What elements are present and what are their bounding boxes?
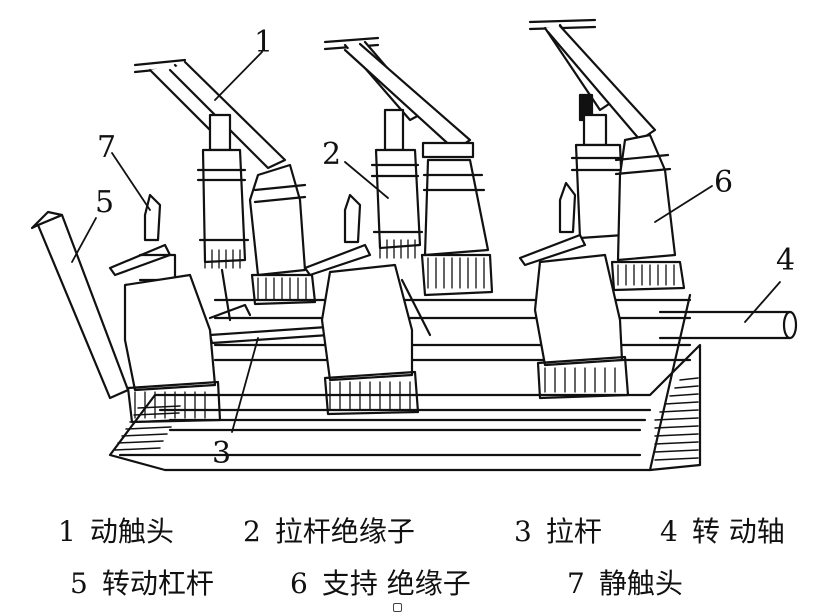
rotating-shaft: [648, 293, 798, 472]
legend-item-5: 5 转动杠杆: [70, 562, 214, 602]
legend-number: 4: [660, 515, 678, 548]
legend-text: 支持 绝缘子: [321, 567, 471, 600]
legend-item-1: 1 动触头: [58, 510, 174, 550]
legend-text: 转动杠杆: [101, 567, 214, 600]
legend-item-2: 2 拉杆绝缘子: [243, 510, 415, 550]
legend-item-6: 6 支持 绝缘子: [290, 562, 471, 602]
callout-2: 2: [322, 137, 341, 172]
legend-number: 5: [70, 567, 88, 600]
legend-item-7: 7 静触头: [567, 562, 683, 602]
base-frame: [108, 298, 702, 472]
support-insulators: [248, 133, 686, 306]
leader-lines: [71, 51, 781, 433]
legend-number: 2: [243, 515, 261, 548]
callout-4: 4: [776, 243, 795, 278]
legend-number: 7: [567, 567, 585, 600]
legend-number: 1: [58, 515, 76, 548]
legend-item-4: 4 转 动轴: [660, 510, 785, 550]
legend-number: 6: [290, 567, 308, 600]
legend-item-3: 3 拉杆: [514, 510, 602, 550]
rotating-lever: [30, 210, 130, 400]
static-contacts: [108, 181, 630, 424]
callout-5: 5: [95, 185, 114, 220]
legend-text: 拉杆: [545, 515, 602, 548]
pull-rod-insulators: [196, 108, 626, 337]
legend-text: 转 动轴: [691, 515, 785, 548]
callout-3: 3: [212, 436, 231, 471]
callout-7: 7: [97, 130, 116, 165]
callout-1: 1: [254, 25, 273, 60]
callout-6: 6: [714, 165, 733, 200]
legend-number: 3: [514, 515, 532, 548]
legend-text: 动触头: [89, 515, 174, 548]
legend-text: 静触头: [598, 567, 683, 600]
legend-text: 拉杆绝缘子: [274, 515, 415, 548]
small-square-mark: [393, 603, 402, 612]
